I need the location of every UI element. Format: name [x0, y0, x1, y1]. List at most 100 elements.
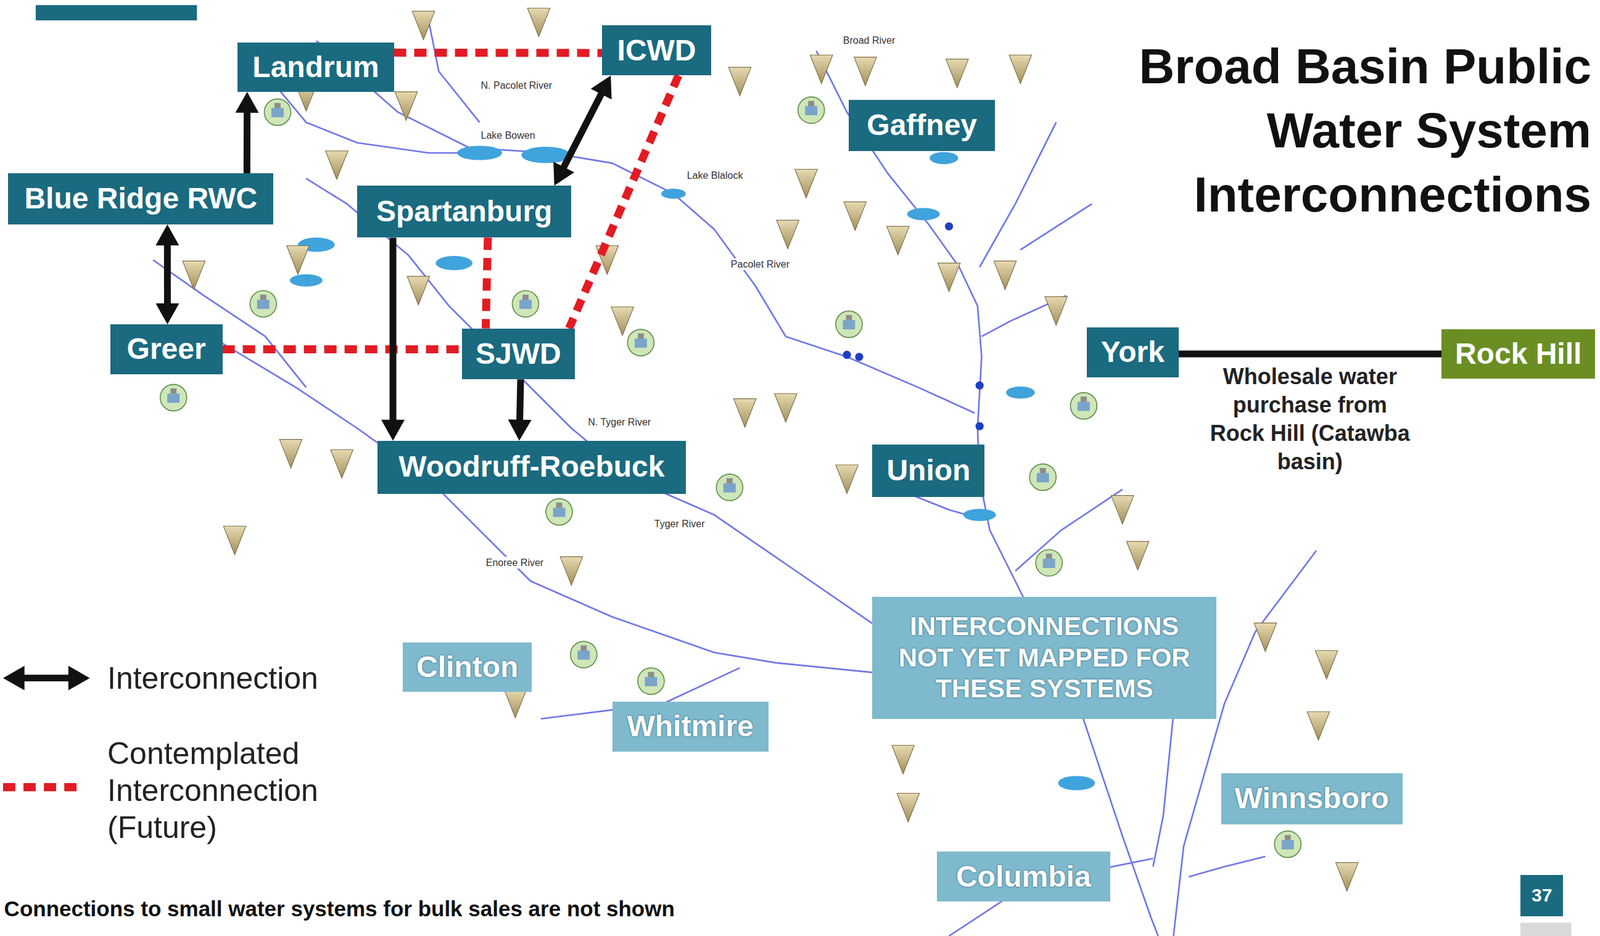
- tributary-triangle: [527, 8, 550, 37]
- system-name: Columbia: [956, 859, 1092, 895]
- tributary-triangle: [611, 307, 634, 336]
- catawba-system-box: Rock Hill: [1441, 329, 1596, 379]
- arrowhead: [553, 161, 575, 186]
- water-supply-icon: [570, 641, 598, 669]
- tributary-triangle: [843, 201, 866, 231]
- tributary-triangle: [412, 11, 435, 40]
- water-supply-symbols: [160, 96, 1302, 858]
- system-box: SJWD: [461, 328, 575, 380]
- tributary-triangle: [776, 220, 799, 249]
- tributary-triangle: [1009, 54, 1032, 84]
- water-supply-icon: [627, 329, 654, 356]
- lake: [435, 255, 473, 271]
- tributary-triangle: [937, 263, 960, 292]
- legend-text: Contemplated Interconnection (Future): [107, 735, 363, 847]
- connector-line: [569, 75, 679, 329]
- tributary-symbols: [182, 8, 1359, 892]
- tributary-triangle: [223, 526, 246, 555]
- gauge-dot: [975, 381, 984, 390]
- lake: [521, 146, 570, 163]
- connector-line: [394, 48, 603, 58]
- system-name: Blue Ridge RWC: [24, 181, 258, 217]
- tributary-triangle: [1336, 862, 1359, 892]
- water-supply-icon: [263, 98, 291, 126]
- tributary-triangle: [182, 260, 205, 290]
- river-name: N. Pacolet River: [479, 79, 554, 92]
- legend-arrowhead: [3, 666, 25, 691]
- water-supply-icon: [1029, 463, 1056, 491]
- header-bar: [35, 4, 197, 21]
- legend-interconnection-sample: [18, 674, 72, 682]
- legend-text: Interconnection: [107, 659, 319, 697]
- interconnection-line: [1178, 353, 1442, 355]
- connector-line: [222, 345, 462, 354]
- tributary-triangle: [407, 276, 430, 305]
- connector-line: [519, 379, 521, 422]
- tributary-triangle: [1315, 650, 1338, 680]
- page-number: 37: [1520, 875, 1563, 916]
- river: [305, 178, 1010, 653]
- edge-label: Wholesale water purchase from Rock Hill …: [1208, 362, 1412, 477]
- water-supply-icon: [716, 474, 743, 501]
- connector-line: [563, 92, 603, 169]
- tributary-triangle: [394, 91, 417, 121]
- system-name: Winnsboro: [1234, 781, 1390, 817]
- tributary-triangle: [1111, 495, 1134, 525]
- connector-line: [485, 237, 488, 329]
- tributary-triangle: [1253, 622, 1277, 652]
- river-name: Tyger River: [653, 518, 707, 530]
- legend-samples: [3, 666, 91, 788]
- river: [816, 51, 1158, 936]
- footnote: Connections to small water systems for b…: [4, 896, 675, 923]
- tributary-triangle: [728, 67, 751, 96]
- tributary-triangle: [733, 399, 756, 428]
- water-supply-icon: [835, 310, 863, 338]
- contemplated-interconnection: [394, 52, 603, 54]
- tributary-triangle: [1126, 541, 1149, 570]
- gauge-dot: [975, 422, 984, 431]
- unmapped-system-box: Winnsboro: [1221, 773, 1403, 825]
- connector-line: [164, 243, 171, 306]
- rivers: [152, 20, 1317, 936]
- lake: [289, 274, 323, 287]
- system-box: Gaffney: [848, 99, 995, 152]
- gauge-dot: [854, 352, 863, 361]
- lake-name: Lake Blalock: [685, 169, 745, 182]
- tributary-triangle: [891, 745, 915, 775]
- water-supply-icon: [1274, 831, 1301, 858]
- tributary-triangle: [1044, 296, 1068, 326]
- river: [316, 40, 975, 414]
- water-supply-icon: [511, 290, 539, 318]
- interconnection-line: [235, 91, 260, 174]
- tributary-triangle: [503, 689, 527, 718]
- contemplated-interconnection: [222, 349, 462, 350]
- tributary-triangle: [330, 449, 353, 479]
- tributary-triangle: [560, 556, 583, 586]
- connector-line: [389, 237, 397, 422]
- system-box: York: [1086, 327, 1179, 378]
- system-name: Rock Hill: [1455, 336, 1582, 372]
- tributary-triangle: [946, 59, 969, 88]
- lake: [1058, 775, 1096, 791]
- footer-bar: [1520, 923, 1572, 936]
- interconnection-line: [508, 379, 532, 441]
- lake: [963, 508, 997, 522]
- water-supply-icon: [798, 96, 825, 124]
- water-supply-icon: [545, 498, 573, 526]
- tributary-triangle: [835, 465, 858, 494]
- system-name: Greer: [127, 331, 207, 368]
- unmapped-system-box: Whitmire: [612, 701, 769, 752]
- lake: [907, 207, 941, 221]
- system-name: SJWD: [475, 336, 562, 372]
- system-box: Blue Ridge RWC: [8, 173, 274, 225]
- system-name: Landrum: [252, 49, 379, 86]
- contemplated-interconnection: [485, 237, 488, 329]
- unmapped-system-box: Clinton: [402, 642, 532, 692]
- interconnection-line: [553, 75, 612, 186]
- gauge-dot: [944, 222, 953, 231]
- river-name: Broad River: [841, 34, 897, 47]
- tributary-triangle: [886, 226, 910, 255]
- water-supply-icon: [637, 668, 665, 695]
- tributary-triangle: [896, 793, 920, 822]
- water-supply-icon: [249, 290, 277, 318]
